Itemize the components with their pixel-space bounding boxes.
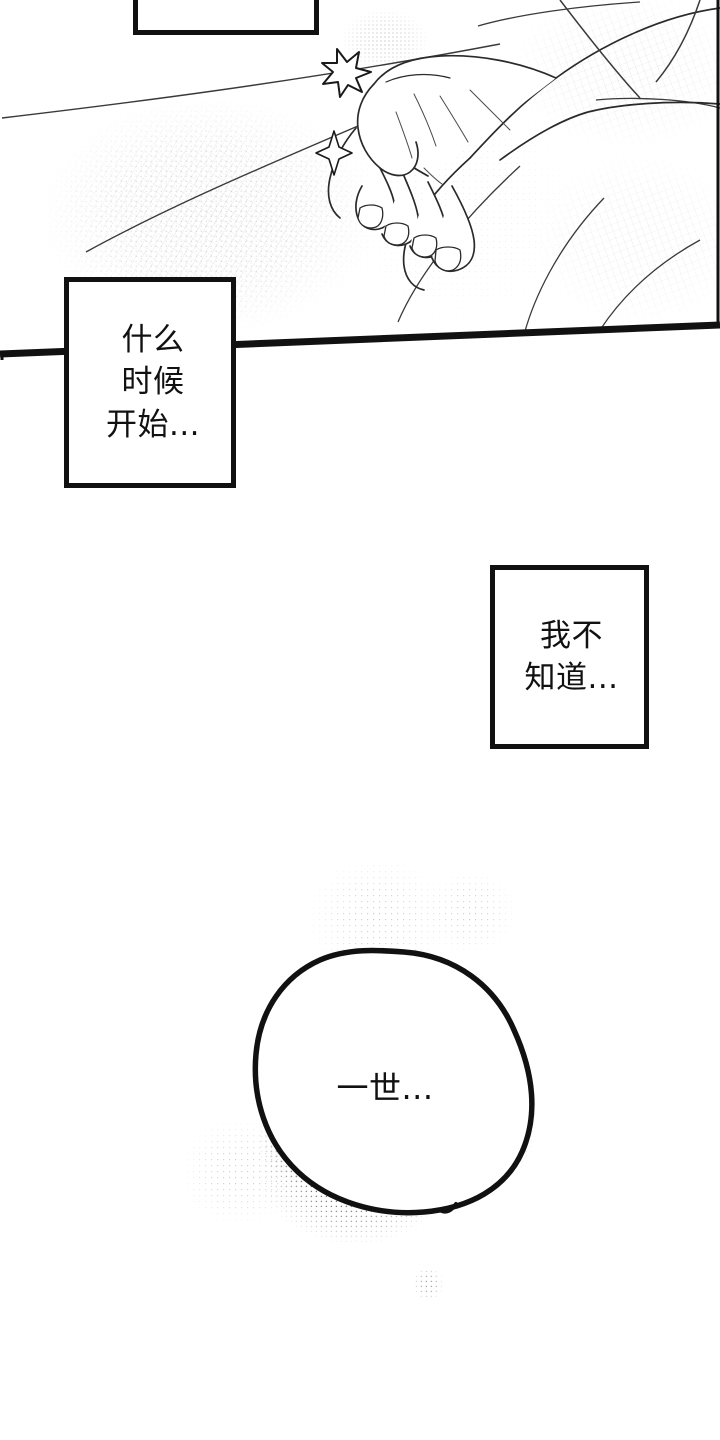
speech-bubble-tail — [438, 1202, 458, 1214]
hand-lineart — [327, 7, 720, 291]
sparkle-small-icon — [315, 130, 353, 176]
caption-text-when: 什么 时候 开始... — [105, 322, 201, 443]
caption-box-dont-know: 我不 知道... — [490, 565, 649, 749]
second-arm-lineart — [559, 0, 701, 99]
sparkle-large-icon — [321, 48, 372, 98]
empty-caption-box-top — [133, 0, 319, 35]
caption-text-dont-know: 我不 知道... — [524, 617, 619, 696]
speech-bubble-outline — [252, 947, 535, 1216]
speech-bubble-text: 一世... — [336, 1069, 434, 1107]
hand-illustration-panel — [0, 0, 720, 360]
speech-bubble-section — [0, 840, 720, 1330]
caption-box-when: 什么 时候 开始... — [64, 277, 236, 488]
